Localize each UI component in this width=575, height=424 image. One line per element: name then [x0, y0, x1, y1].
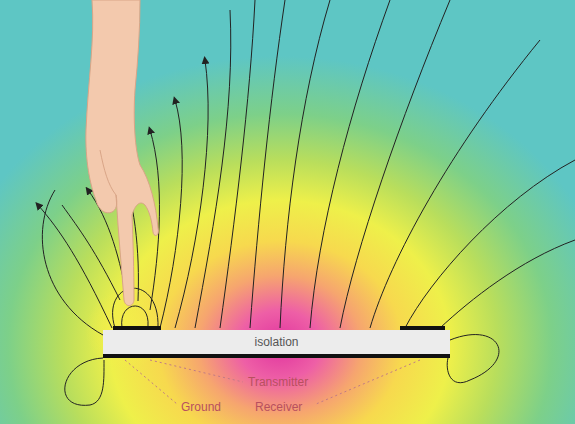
electrodes: [103, 326, 450, 358]
layer-label: isolation: [254, 335, 298, 349]
isolation-layer: isolation: [103, 330, 450, 354]
hand: [86, 0, 159, 306]
part-label: Receiver: [255, 400, 302, 414]
leader-lines: [125, 360, 420, 404]
ground-plate: [103, 354, 450, 358]
part-label: Ground: [181, 400, 221, 414]
part-label: Transmitter: [248, 375, 308, 389]
field-lines: [38, 0, 575, 405]
